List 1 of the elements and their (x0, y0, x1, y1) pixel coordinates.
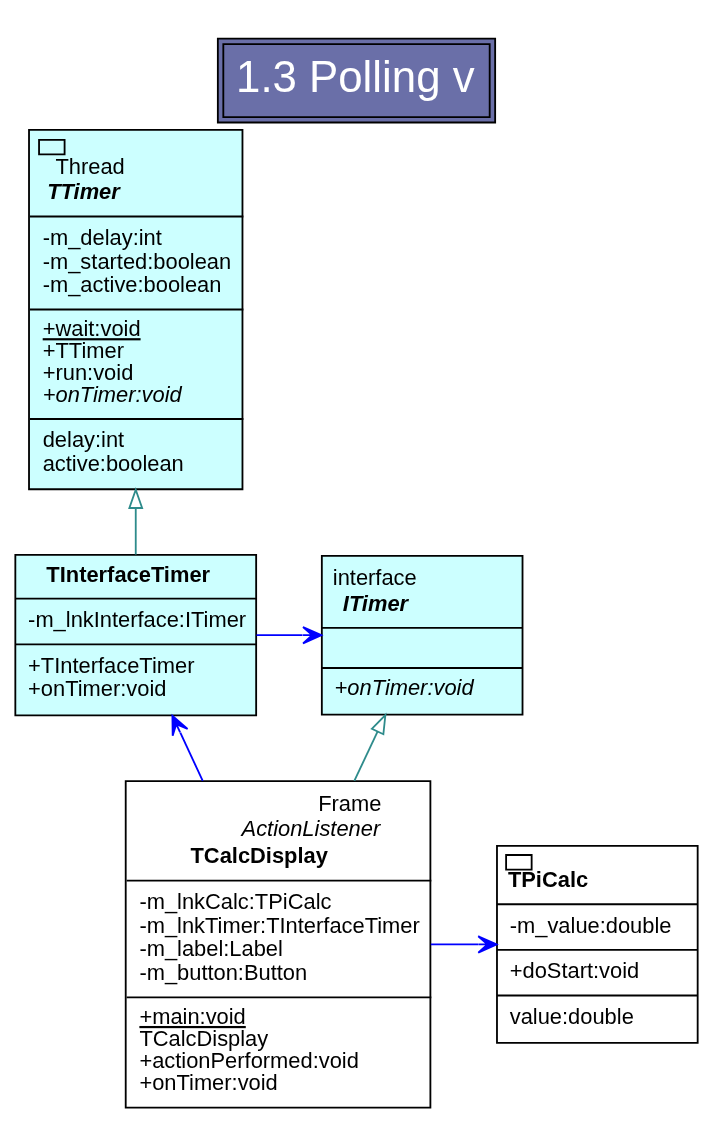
diagram-title: 1.3 Polling v (236, 51, 475, 101)
